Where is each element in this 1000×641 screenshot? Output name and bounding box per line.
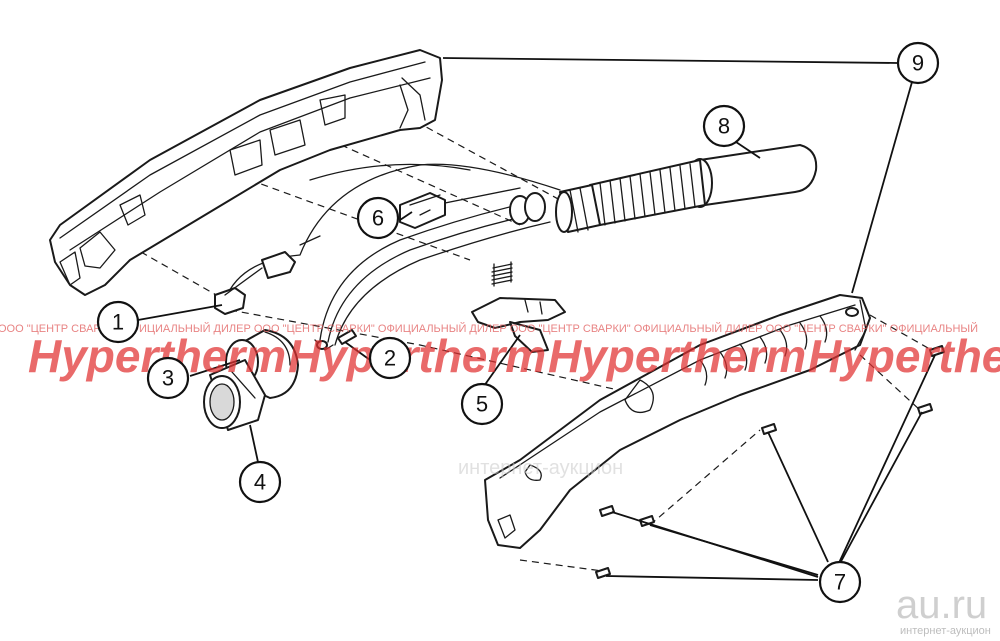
site-logo-watermark: au.ru интернет-аукцион	[896, 583, 991, 637]
trigger-lever	[471, 297, 566, 353]
strain-relief-ribs	[599, 163, 696, 226]
assembly-guide-lines	[119, 109, 936, 573]
callout-9-label: 9	[912, 51, 924, 76]
trigger-switch	[399, 192, 446, 229]
callout-2-label: 2	[384, 346, 396, 371]
site-tagline-text: интернет-аукцион	[900, 625, 991, 637]
brand-watermark-far-right: Hypertherm	[808, 330, 1000, 382]
brand-watermark: Hypertherm Hypertherm Hypertherm Hyperth…	[28, 330, 1000, 382]
spring	[491, 261, 513, 287]
pin-screw	[314, 329, 357, 351]
callout-9: 9	[896, 41, 940, 85]
callout-5-label: 5	[476, 392, 488, 417]
callout-4-label: 4	[254, 470, 266, 495]
callout-1-label: 1	[112, 310, 124, 335]
callout-7: 7	[818, 560, 862, 604]
callout-leader-lines	[137, 57, 936, 581]
callout-6-label: 6	[372, 206, 384, 231]
callout-4: 4	[238, 460, 282, 504]
wiring-harness	[224, 163, 561, 346]
callout-8: 8	[702, 104, 746, 148]
auction-faint-watermark: интернет-аукцион	[458, 457, 623, 479]
handle-screws	[595, 345, 945, 579]
brand-watermark-right: Hypertherm	[548, 330, 806, 382]
callout-2: 2	[368, 336, 412, 380]
callout-8-label: 8	[718, 114, 730, 139]
grip-slots	[699, 315, 828, 386]
callout-5: 5	[460, 382, 504, 426]
callout-3-label: 3	[162, 366, 174, 391]
handle-half-left	[49, 49, 443, 296]
callout-6: 6	[356, 196, 400, 240]
callout-1: 1	[96, 300, 140, 344]
torch-lead-hose	[555, 144, 818, 233]
callout-3: 3	[146, 356, 190, 400]
site-logo-text: au.ru	[896, 583, 987, 627]
callout-7-label: 7	[834, 570, 846, 595]
brand-watermark-middle: Hypertherm	[288, 330, 546, 382]
handle-half-right	[484, 294, 871, 549]
torch-body-sleeve	[203, 359, 266, 431]
safety-switch	[214, 251, 296, 315]
dealer-watermark-text: ООО "ЦЕНТР СВАРКИ" ОФИЦИАЛЬНЫЙ ДИЛЕР ООО…	[0, 322, 978, 335]
